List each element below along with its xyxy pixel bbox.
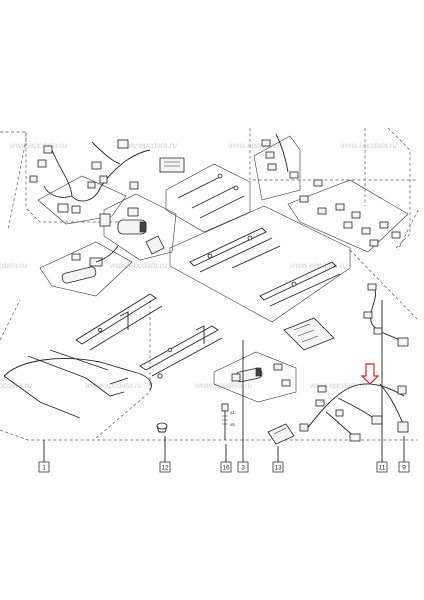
bolt-16: x1 x6 [221, 403, 235, 440]
motor-assembly [99, 157, 185, 261]
harness-right-upper [363, 283, 409, 347]
watermark-text: www.epcdata.ru [110, 261, 167, 270]
actuator-left [39, 241, 133, 297]
wire-frame [3, 349, 163, 419]
callout-label: 1 [42, 465, 46, 472]
callout-label: 11 [379, 465, 386, 472]
rod-set [165, 163, 251, 233]
callout-label: 16 [222, 465, 230, 472]
callout-9: 9 [398, 461, 410, 473]
watermarks: www.epcdata.ru www.epcdata.ru www.epcdat… [0, 141, 397, 390]
part-mark-x1: x1 [230, 410, 235, 415]
mount-plate [283, 317, 335, 351]
callout-13: 13 [272, 461, 284, 473]
seat-track-left [75, 293, 223, 377]
part-mark-x6: x6 [230, 422, 235, 427]
callout-3: 3 [237, 461, 249, 473]
watermark-text: www.epcdata.ru [310, 381, 367, 390]
watermark-text: www.epcdata.ru [340, 141, 397, 150]
callout-1: 1 [38, 461, 50, 473]
grommet-12 [156, 422, 168, 433]
bracket-13 [267, 423, 295, 445]
harness-top-left [29, 139, 151, 225]
leader-lines [43, 300, 405, 462]
watermark-text: www.epcdata.ru [195, 381, 252, 390]
callout-label: 13 [274, 465, 282, 472]
seat-track-center [169, 205, 351, 323]
watermark-text: www.epcdata.ru [10, 141, 67, 150]
pointer-arrow [360, 363, 380, 385]
watermark-text: www.epcdata.ru [120, 141, 177, 150]
watermark-text: www.epcdata.ru [290, 261, 347, 270]
callout-label: 12 [161, 465, 169, 472]
connector-set-right [253, 133, 409, 253]
callout-11: 11 [376, 461, 388, 473]
dashed-frame [0, 127, 419, 441]
callout-label: 3 [241, 465, 245, 472]
watermark-text: www.epcdata.ru [85, 381, 142, 390]
watermark-text: www.epcdata.ru [228, 141, 285, 150]
motor-lower [213, 351, 297, 403]
callout-12: 12 [159, 461, 171, 473]
watermark-text: www.epcdata.ru [0, 261, 27, 270]
callout-16: 16 [220, 461, 232, 473]
watermark-text: www.epcdata.ru [0, 381, 32, 390]
callout-label: 9 [402, 465, 406, 472]
harness-part-9 [299, 383, 409, 442]
